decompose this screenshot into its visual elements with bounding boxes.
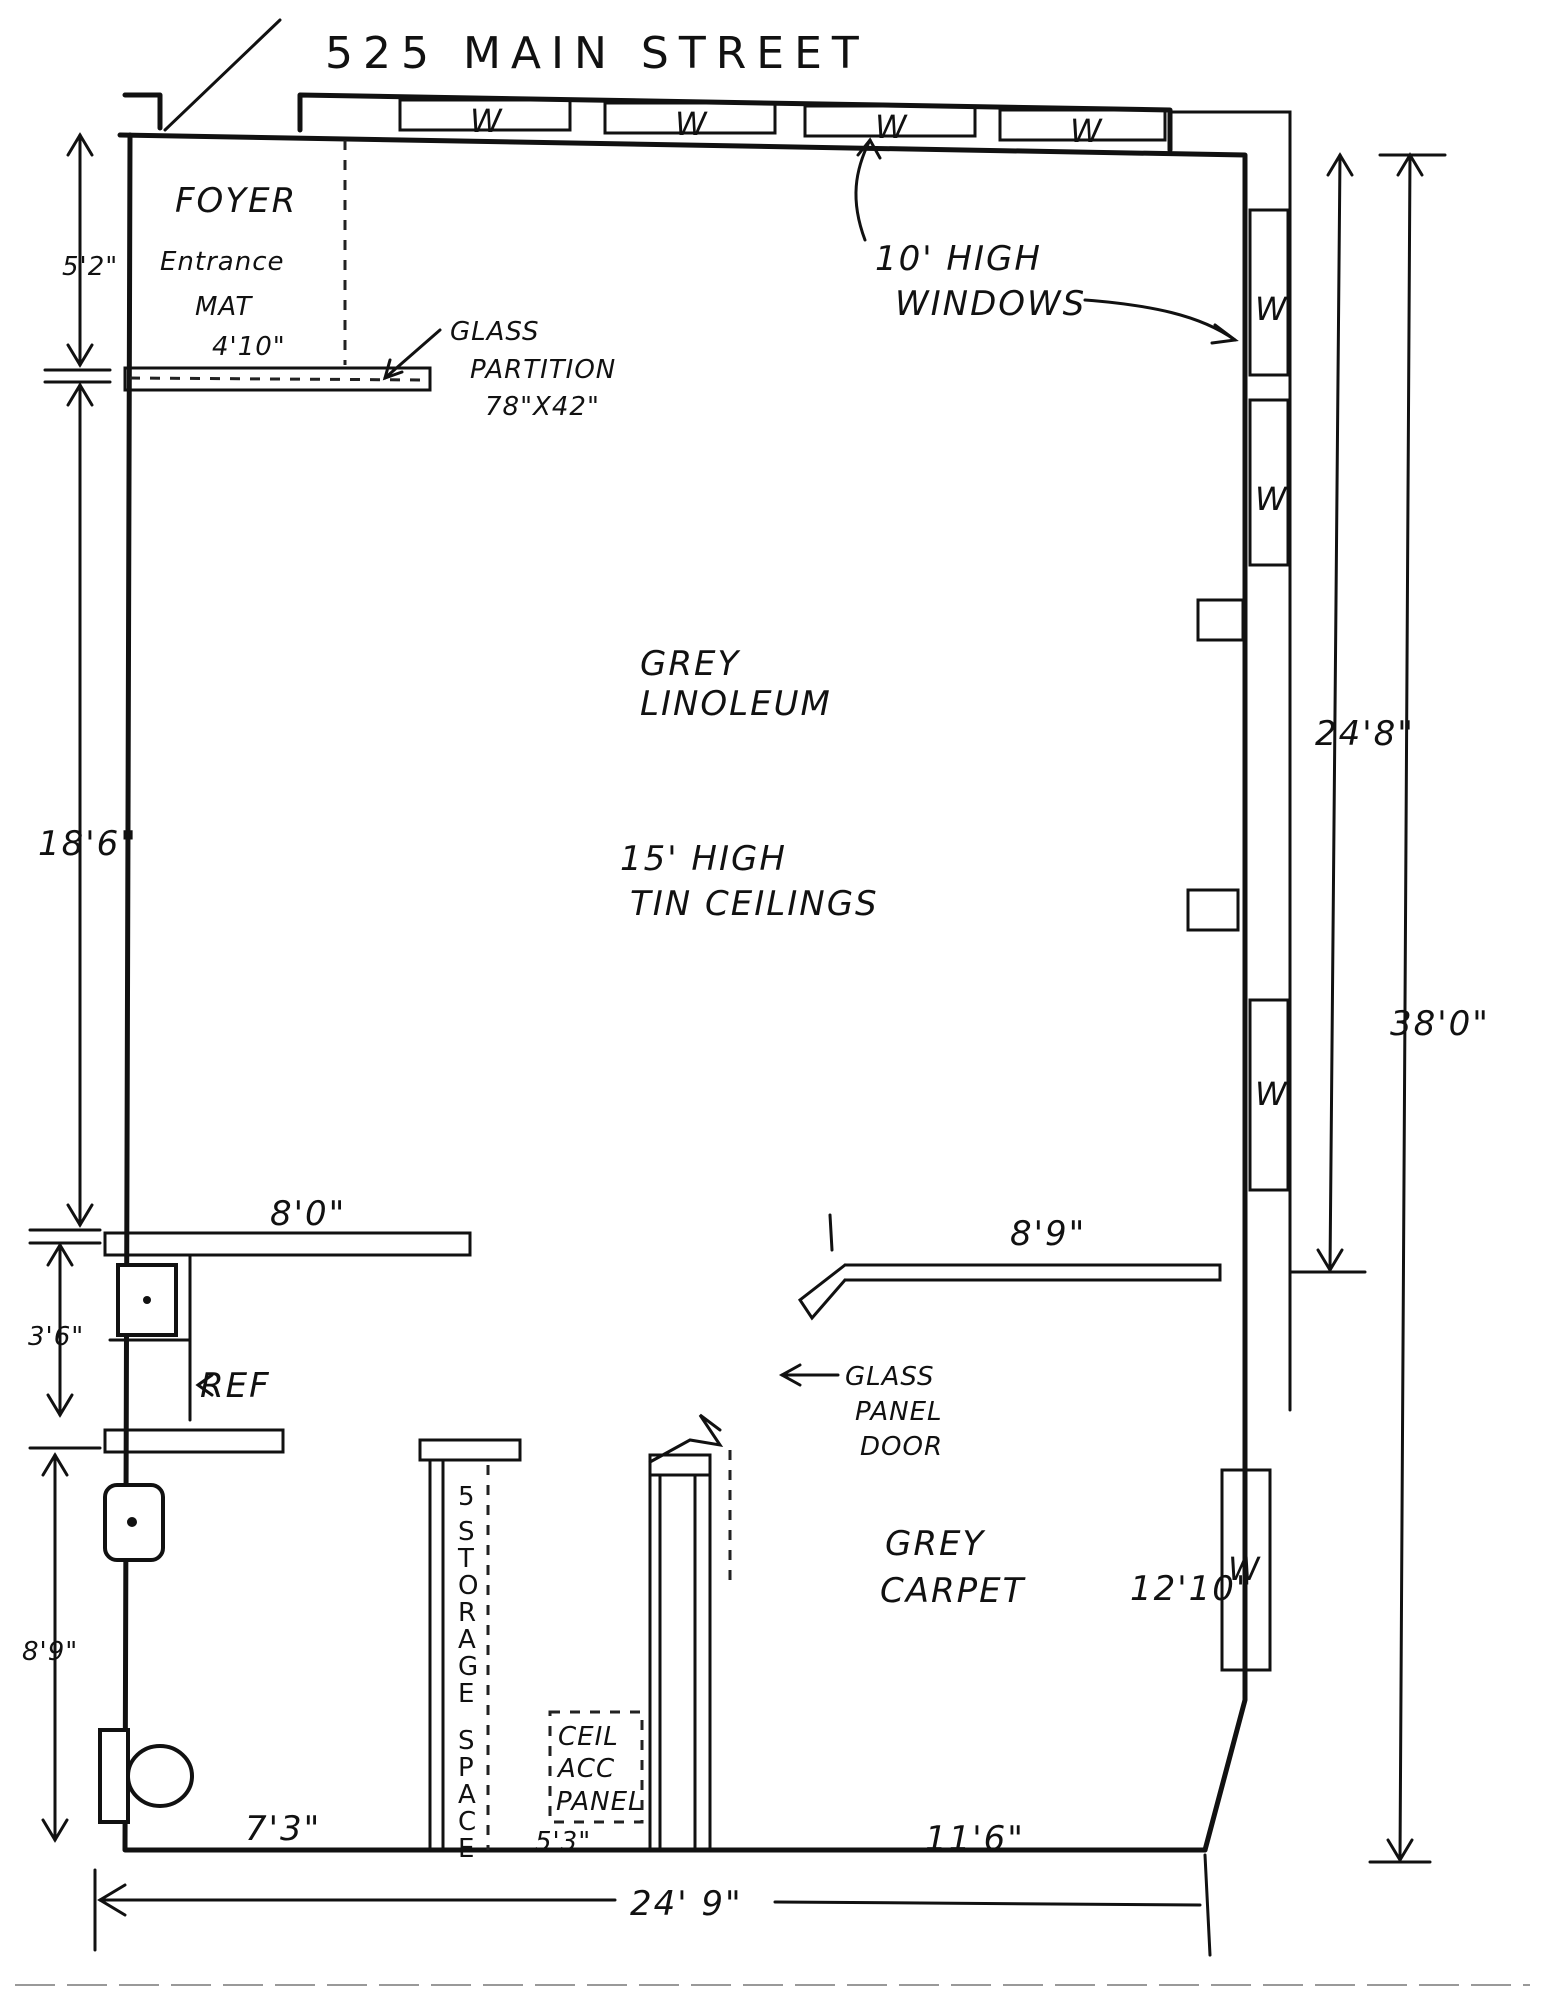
- toilet-bowl: [126, 1744, 194, 1808]
- storage-letter: G: [458, 1652, 478, 1682]
- glass-partition-line1: GLASS: [450, 317, 540, 347]
- plan-title: 525 MAIN STREET: [325, 28, 869, 79]
- ceil-panel-line3: PANEL: [556, 1787, 644, 1817]
- glass-partition-line2: PARTITION: [470, 355, 616, 385]
- storage-letter: S: [458, 1517, 475, 1547]
- foyer-label: FOYER: [175, 181, 297, 221]
- ref-label: REF: [200, 1366, 271, 1406]
- window-label-side-2: W: [1255, 480, 1288, 518]
- bottom-left-dim: 7'3": [245, 1809, 321, 1849]
- glass-door-line2: PANEL: [855, 1397, 943, 1427]
- foyer-depth-dim: 5'2": [62, 252, 118, 282]
- bath-sink-drain: [127, 1517, 137, 1527]
- title-slash: [163, 18, 282, 132]
- toilet-tank: [98, 1728, 130, 1824]
- floor-office-line1: GREY: [885, 1524, 985, 1564]
- window-label-side-3: W: [1255, 1075, 1288, 1113]
- kitchen-wall-dim: 8'0": [270, 1194, 346, 1234]
- foyer: FOYER Entrance MAT 4'10": [123, 140, 432, 392]
- bathroom: [98, 1483, 194, 1824]
- storage-letter: R: [458, 1598, 476, 1628]
- ceiling-line1: 15' HIGH: [620, 839, 787, 879]
- storage-letter: E: [458, 1679, 474, 1709]
- storage-letter: P: [458, 1753, 474, 1783]
- ceil-panel-line2: ACC: [556, 1754, 615, 1784]
- kitchen-depth-dim: 3'6": [28, 1322, 84, 1352]
- windows-note-line2: WINDOWS: [895, 284, 1086, 324]
- glass-door-line1: GLASS: [845, 1362, 935, 1392]
- bottom-right-dim: 11'6": [925, 1819, 1025, 1859]
- right-upper-dim: 24'8": [1315, 714, 1415, 754]
- ceil-panel-line1: CEIL: [558, 1722, 619, 1752]
- corridor: [648, 1413, 732, 1852]
- storage-letter: A: [458, 1625, 476, 1655]
- window-label-side-1: W: [1255, 290, 1288, 328]
- kitchen: 8'0" REF: [103, 1194, 472, 1454]
- floor-main-line1: GREY: [640, 644, 740, 684]
- storage-letter: T: [457, 1544, 474, 1574]
- front-windows: W W W W: [398, 98, 1167, 150]
- window-label-front-2: W: [675, 105, 708, 143]
- windows-note: 10' HIGH WINDOWS: [854, 137, 1239, 345]
- glass-door-note: GLASS PANEL DOOR: [778, 1362, 943, 1462]
- total-width-dim: 24' 9": [630, 1884, 743, 1924]
- sink-drain: [143, 1296, 151, 1304]
- storage-number: 5: [458, 1482, 475, 1512]
- ceiling-access-panel: CEIL ACC PANEL: [548, 1710, 644, 1824]
- side-windows: W W W W: [1186, 208, 1290, 1672]
- bath-depth-dim: 8'9": [22, 1637, 78, 1667]
- office-wall: 8'9": [797, 1213, 1222, 1321]
- windows-note-line1: 10' HIGH: [875, 239, 1042, 279]
- entrance-label: Entrance: [160, 247, 285, 277]
- bottom-mid-dim: 5'3": [535, 1827, 591, 1857]
- window-label-front-3: W: [875, 108, 908, 146]
- floor-office-line2: CARPET: [880, 1571, 1026, 1611]
- window-label-front-4: W: [1070, 112, 1103, 150]
- window-label-side-4: W: [1228, 1550, 1261, 1588]
- bottom-dimension: 24' 9": [97, 1883, 1202, 1924]
- office-wall-dim: 8'9": [1010, 1214, 1086, 1254]
- outer-walls: [93, 92, 1292, 1957]
- floor-main-line2: LINOLEUM: [640, 684, 832, 724]
- storage-letter: A: [458, 1780, 476, 1810]
- right-dimensions: 24'8" 38'0": [1288, 152, 1490, 1864]
- window-label-front-1: W: [470, 102, 503, 140]
- glass-partition-line3: 78"X42": [485, 392, 600, 422]
- storage-letter: O: [458, 1571, 478, 1601]
- storage-letter: C: [458, 1807, 476, 1837]
- ceiling-line2: TIN CEILINGS: [630, 884, 879, 924]
- glass-door-line3: DOOR: [860, 1432, 943, 1462]
- mat-label: MAT: [195, 292, 253, 322]
- storage-letter: E: [458, 1834, 474, 1864]
- mat-dimension: 4'10": [212, 332, 286, 362]
- storage-letter: S: [458, 1726, 475, 1756]
- left-main-dim: 18'6": [38, 824, 138, 864]
- glass-partition-note: GLASS PARTITION 78"X42": [382, 317, 616, 422]
- right-total-dim: 38'0": [1390, 1004, 1490, 1044]
- office-window-dim: 12'10": [1130, 1569, 1254, 1609]
- left-dimensions: 5'2" 18'6" 3'6" 8'9": [22, 132, 138, 1843]
